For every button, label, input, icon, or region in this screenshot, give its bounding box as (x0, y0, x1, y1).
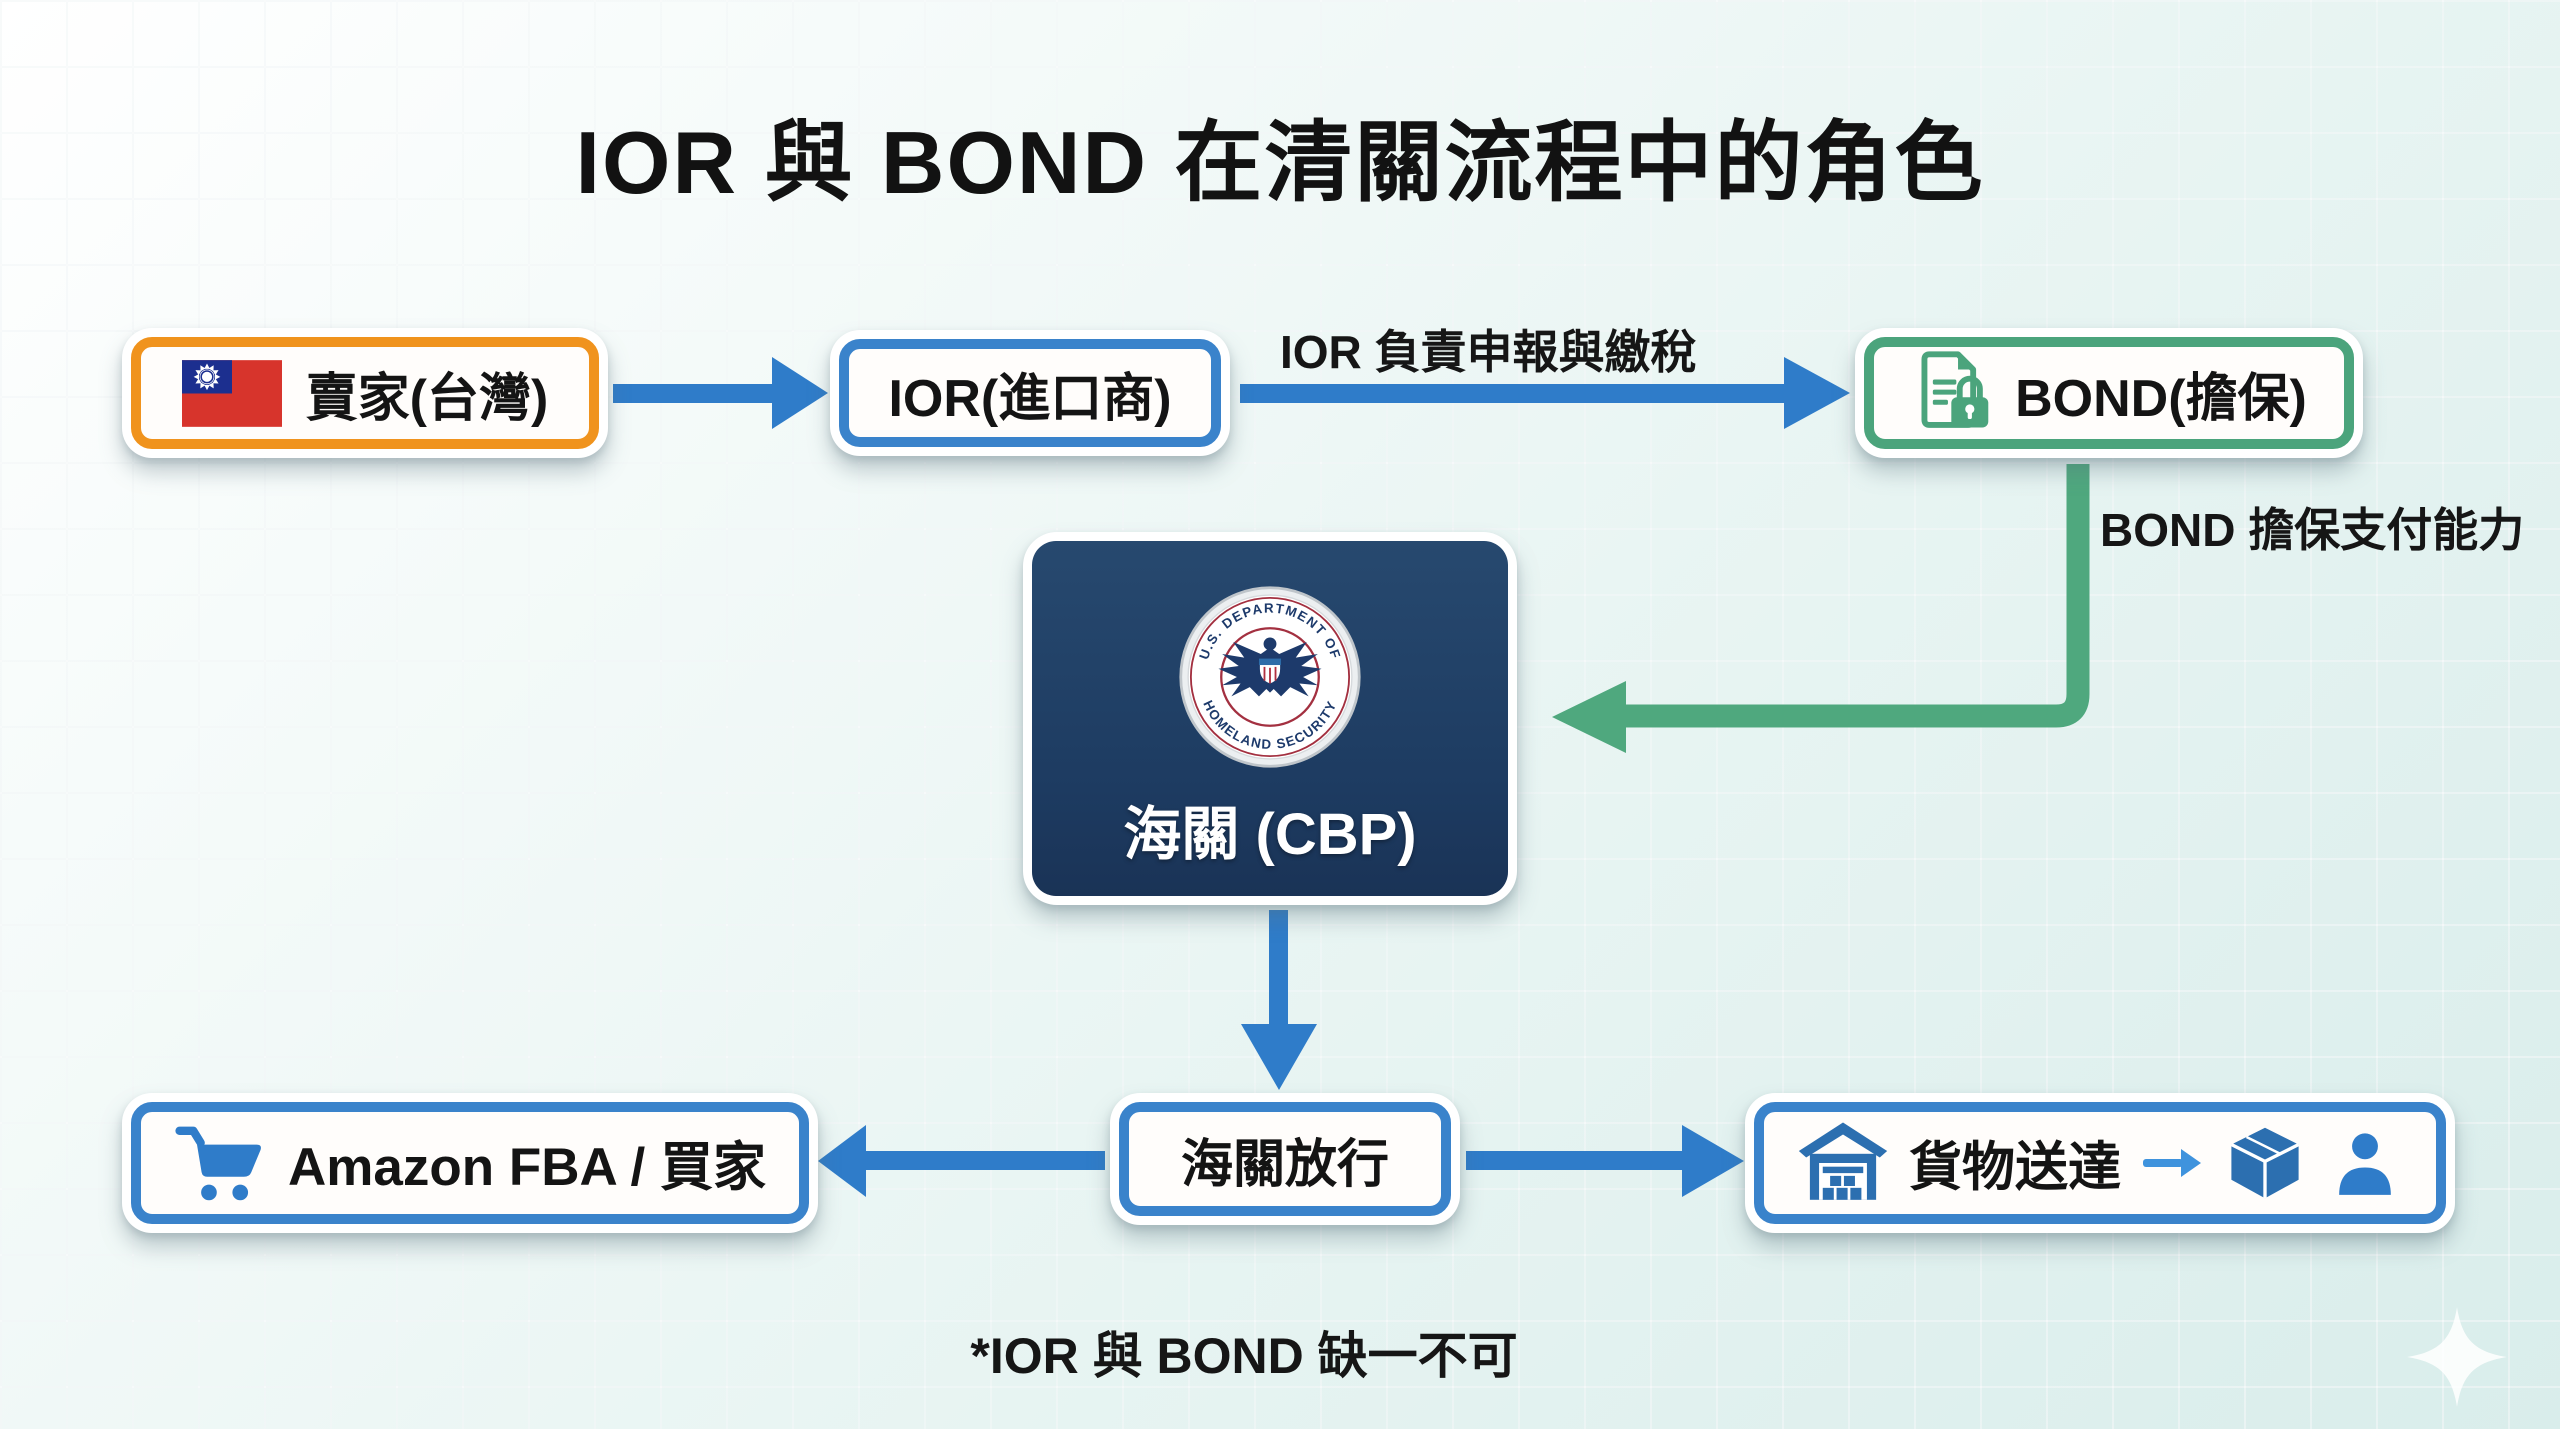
shopping-cart-icon (175, 1126, 261, 1201)
edge-label-bond-to-cbp: BOND 擔保支付能力 (2100, 504, 2525, 556)
page-title: IOR 與 BOND 在清關流程中的角色 (575, 113, 1985, 212)
arrow-right-icon (2143, 1149, 2201, 1177)
arrow-release-to-amazon (818, 1125, 1105, 1197)
node-seller: 賣家(台灣) (122, 328, 608, 458)
customs-release-label: 海關放行 (1180, 1135, 1389, 1194)
amazon-label: Amazon FBA / 買家 (288, 1138, 766, 1197)
dhs-seal: U.S. DEPARTMENT OF HOMELAND SECURITY (1179, 586, 1361, 768)
arrow-release-to-delivery (1466, 1125, 1744, 1197)
bond-label: BOND(擔保) (2015, 369, 2307, 428)
node-customs-release: 海關放行 (1110, 1093, 1460, 1225)
edge-label-ior-to-bond: IOR 負責申報與繳稅 (1280, 326, 1697, 378)
seller-label: 賣家(台灣) (305, 369, 549, 428)
arrow-cbp-to-release (1241, 910, 1317, 1090)
node-bond: BOND(擔保) (1855, 328, 2363, 458)
document-lock-icon (1921, 351, 1989, 428)
taiwan-flag-icon (181, 359, 282, 427)
node-cbp: U.S. DEPARTMENT OF HOMELAND SECURITY (1023, 532, 1517, 905)
node-ior: IOR(進口商) (830, 330, 1230, 456)
cbp-label: 海關 (CBP) (1123, 802, 1417, 867)
arrow-bond-to-cbp (1552, 464, 2090, 753)
person-icon (2339, 1133, 2391, 1195)
warehouse-icon (1798, 1122, 1888, 1200)
node-amazon: Amazon FBA / 買家 (122, 1093, 818, 1233)
delivery-label: 貨物送達 (1909, 1138, 2121, 1197)
arrow-seller-to-ior (613, 357, 828, 429)
node-delivery: 貨物送達 (1745, 1093, 2455, 1233)
seal-eagle (1218, 637, 1322, 697)
package-icon (2230, 1127, 2300, 1199)
footnote: *IOR 與 BOND 缺一不可 (970, 1328, 1518, 1384)
ior-label: IOR(進口商) (888, 369, 1172, 428)
